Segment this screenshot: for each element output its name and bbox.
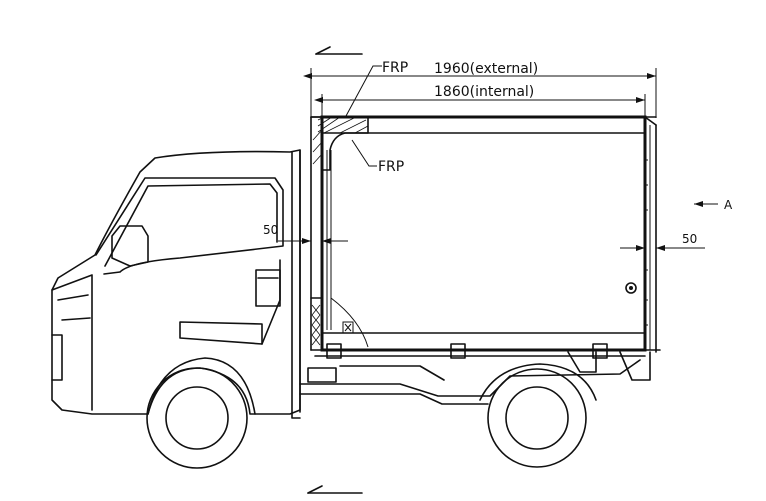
direction-arrow-top	[315, 46, 363, 55]
frp-corner-section	[310, 116, 369, 171]
frp-top-leader	[345, 65, 382, 117]
frp-corner-label: FRP	[378, 159, 404, 175]
frp-corner-leader	[351, 139, 377, 167]
truck-cab	[51, 149, 337, 419]
front-wheel	[146, 367, 248, 469]
cargo-box	[310, 115, 661, 357]
direction-arrow-bottom	[307, 485, 363, 494]
view-a-label: A	[724, 198, 733, 212]
frp-top-label: FRP	[382, 60, 408, 76]
wall-dimension-left-label: 50	[263, 223, 278, 237]
wall-dimension-right-label: 50	[682, 232, 697, 246]
internal-dimension-label: 1860(internal)	[434, 84, 534, 100]
frp-lower-section	[310, 297, 369, 351]
truck-chassis	[299, 343, 651, 405]
external-dimension-label: 1960(external)	[434, 61, 538, 77]
rear-latch	[625, 282, 637, 294]
rear-wheel	[487, 368, 587, 468]
wheel-arches	[147, 357, 597, 415]
external-dimension	[303, 68, 657, 118]
